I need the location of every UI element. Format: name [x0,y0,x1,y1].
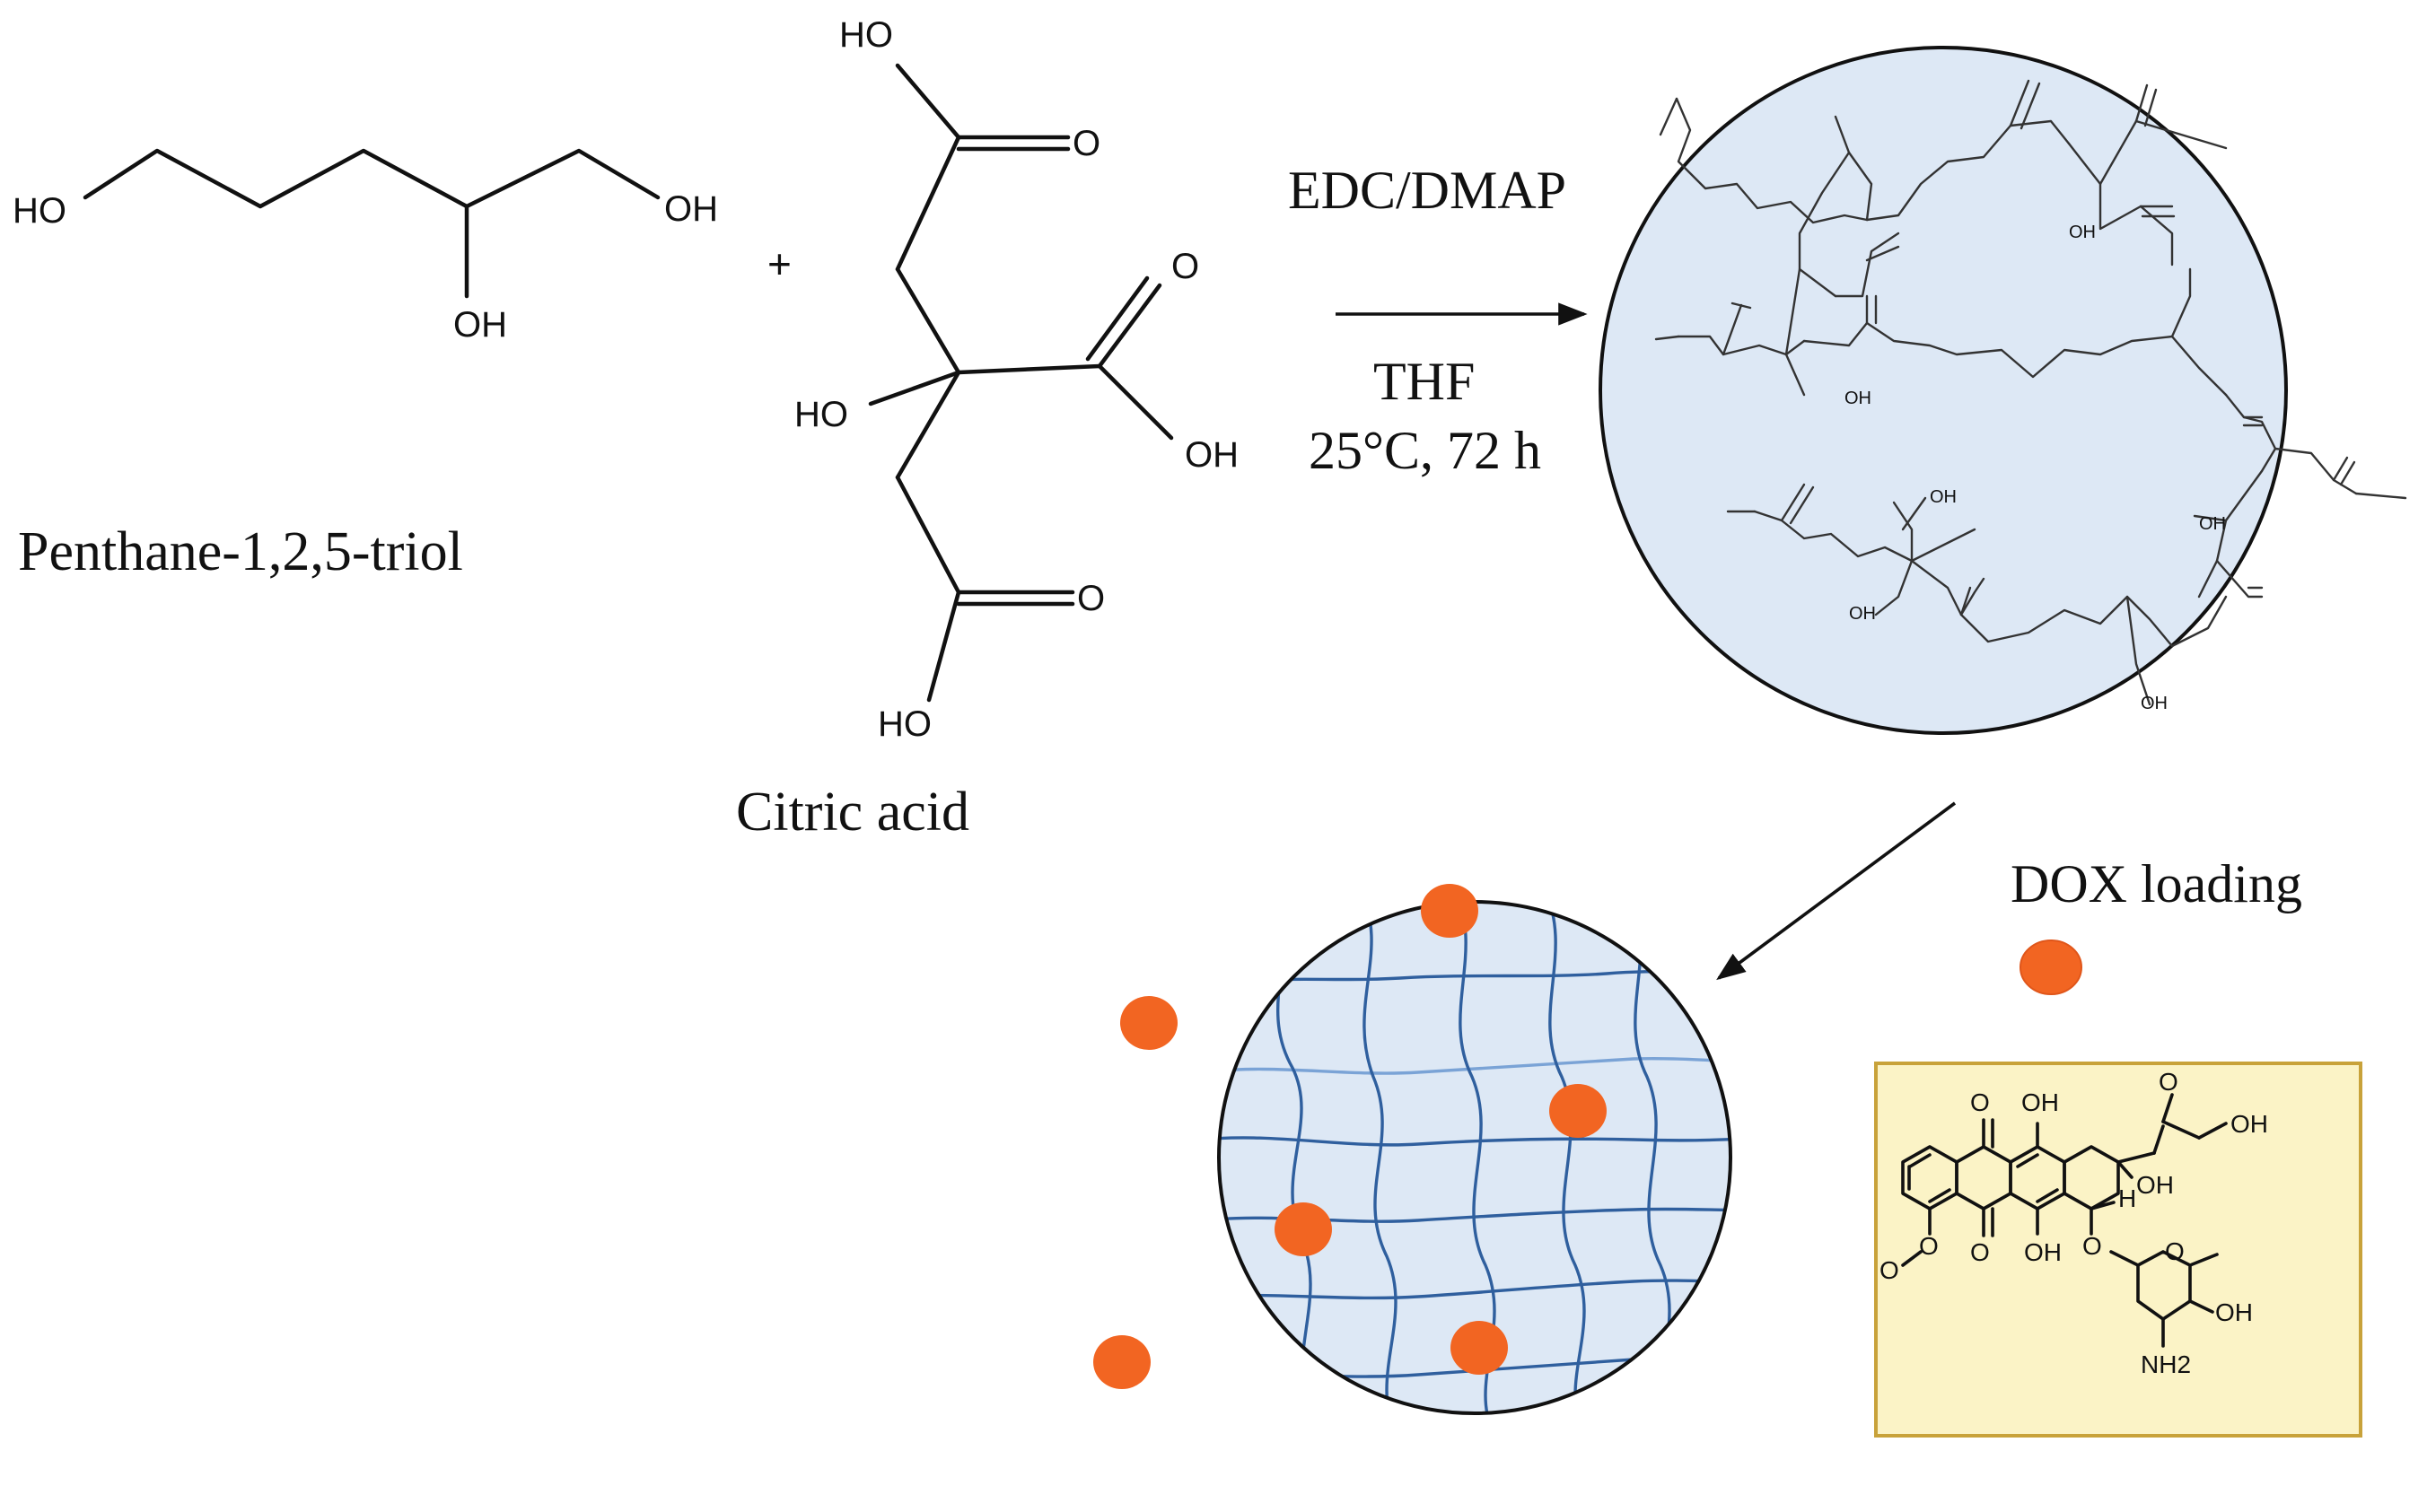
polymer-circle: OH OH OH OH OH OH [1599,46,2407,735]
dox-oh-3: OH [2136,1171,2174,1199]
triol-oh-label-2: OH [453,305,507,345]
triol-name: Penthane-1,2,5-triol [18,521,463,582]
dox-oh-1: OH [2021,1088,2059,1116]
dox-o-5: O [1879,1256,1899,1284]
citric-o-bottom: O [1077,579,1105,618]
solvent-label: THF [1373,352,1475,411]
dox-particle [1093,1335,1151,1389]
dox-nh2: NH2 [2141,1350,2191,1378]
plus-sign: + [767,240,792,287]
dox-h: H [2118,1184,2136,1212]
citric-o-top: O [1073,124,1100,163]
dox-particle [1450,1321,1508,1375]
loading-arrow [1716,801,1957,981]
citric-ho-top: HO [839,15,893,55]
dox-oh-2: OH [2230,1110,2268,1138]
polymer-oh-2: OH [1844,389,1871,408]
dox-particle [1421,884,1478,938]
citric-acid-name: Citric acid [736,782,969,843]
polymer-oh-5: OH [1849,604,1876,624]
dox-oh-4: OH [2024,1238,2062,1266]
dox-o-6: O [2082,1232,2102,1260]
polymer-oh-4: OH [2199,514,2226,534]
dox-oh-5: OH [2215,1298,2253,1326]
dox-particle [1120,996,1178,1050]
dox-o-3: O [1970,1238,1990,1266]
citric-o-mid: O [1171,247,1199,286]
polymer-oh-1: OH [2069,223,2096,242]
doxorubicin-structure [1901,1093,2228,1348]
doxorubicin-card-frame [1874,1062,2362,1438]
polymer-structure [1654,79,2407,706]
triol-structure: HO OH OH [13,148,718,345]
citric-acid-structure: HO O O HO OH O HO [794,15,1239,744]
doxorubicin-card: O OH O OH OH O O OH O O H O OH NH2 [1874,1062,2362,1438]
polymer-circle-boundary [1599,46,2288,735]
triol-oh-label-1: OH [664,189,718,229]
loaded-network-fill [1219,902,1730,1413]
dox-particles [1093,884,1607,1389]
dox-o-1: O [1970,1088,1990,1116]
reagent-label: EDC/DMAP [1288,161,1566,220]
dox-o-4: O [1919,1232,1939,1260]
citric-ho-bottom: HO [878,704,932,744]
polymer-oh-6: OH [2141,694,2168,713]
dox-loading-label: DOX loading [2011,854,2302,913]
conditions-label: 25°C, 72 h [1309,421,1541,480]
dox-o-ring: O [2165,1237,2185,1265]
dox-particle [1549,1084,1607,1138]
dox-particle [1275,1202,1332,1256]
dox-legend-particle [2020,940,2082,995]
polymer-oh-3: OH [1930,487,1957,507]
dox-o-2: O [2159,1068,2178,1096]
citric-oh-right: OH [1185,435,1239,475]
triol-ho-label: HO [13,191,66,231]
citric-ho-center: HO [794,395,848,434]
loaded-network [1093,884,1732,1415]
